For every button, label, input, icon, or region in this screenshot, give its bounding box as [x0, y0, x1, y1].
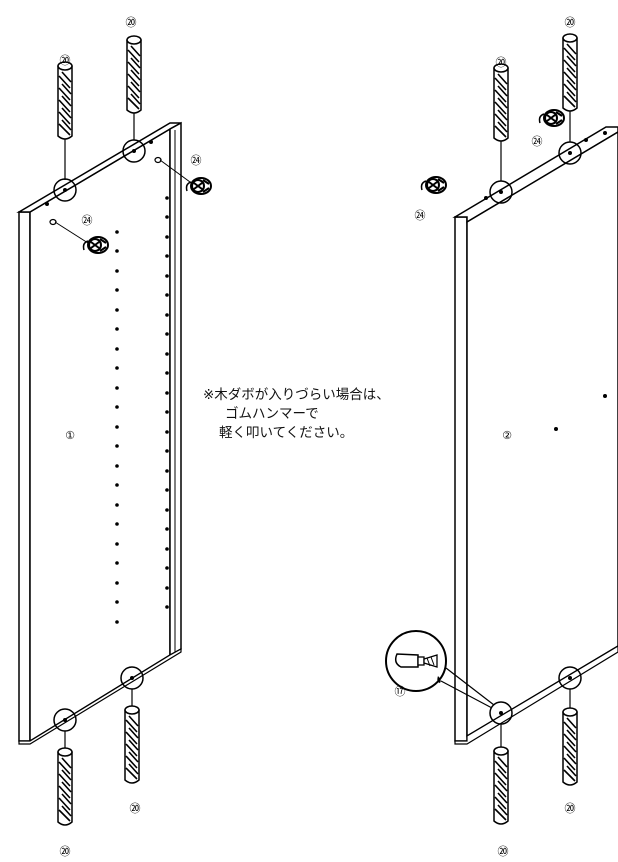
panel-right [452, 126, 618, 745]
dowel-bottom-right-1: ⑳ [489, 701, 513, 858]
cam-fitting-right-2: ㉔ [532, 109, 565, 148]
part-label: ㉔ [82, 214, 93, 227]
panel-left [16, 121, 182, 745]
dowel-bottom-left-2: ⑳ [120, 666, 144, 815]
dowel-top-left-1: ⑳ [53, 54, 77, 202]
dowel-bottom-right-2: ⑳ [558, 666, 582, 815]
part-label: ⑳ [60, 845, 71, 858]
dowel-top-right-1: ⑳ [489, 56, 513, 204]
glue-callout: ⑰ [385, 630, 495, 709]
cam-fitting-left-1: ㉔ [54, 214, 109, 254]
dowel-top-left-2: ⑳ [122, 16, 146, 163]
part-label: ㉔ [532, 135, 543, 148]
part-label: ⑳ [565, 802, 576, 815]
part-label: ⑰ [395, 685, 406, 698]
panel-right-label: ② [502, 429, 512, 442]
part-label: ⑳ [496, 56, 507, 69]
part-label: ⑳ [126, 16, 137, 29]
part-label: ⑳ [60, 54, 71, 67]
note-line-2: ゴムハンマーで [225, 406, 319, 422]
dowel-top-right-2: ⑳ [558, 16, 582, 165]
cam-fitting-right-1: ㉔ [415, 176, 447, 222]
part-label: ⑳ [565, 16, 576, 29]
shelf-pin-holes-left [115, 196, 169, 624]
note-line-3: 軽く叩いてください。 [219, 425, 354, 441]
part-label: ⑳ [130, 802, 141, 815]
note-line-1: ※木ダボが入りづらい場合は、 [203, 387, 390, 403]
hammer-note: ※木ダボが入りづらい場合は、 ゴムハンマーで 軽く叩いてください。 [203, 386, 463, 443]
panel-left-label: ① [65, 429, 75, 442]
part-label: ⑳ [498, 845, 509, 858]
part-label: ㉔ [415, 209, 426, 222]
dowel-bottom-left-1: ⑳ [53, 708, 77, 858]
part-label: ㉔ [191, 154, 202, 167]
cam-fitting-left-2: ㉔ [159, 154, 212, 195]
